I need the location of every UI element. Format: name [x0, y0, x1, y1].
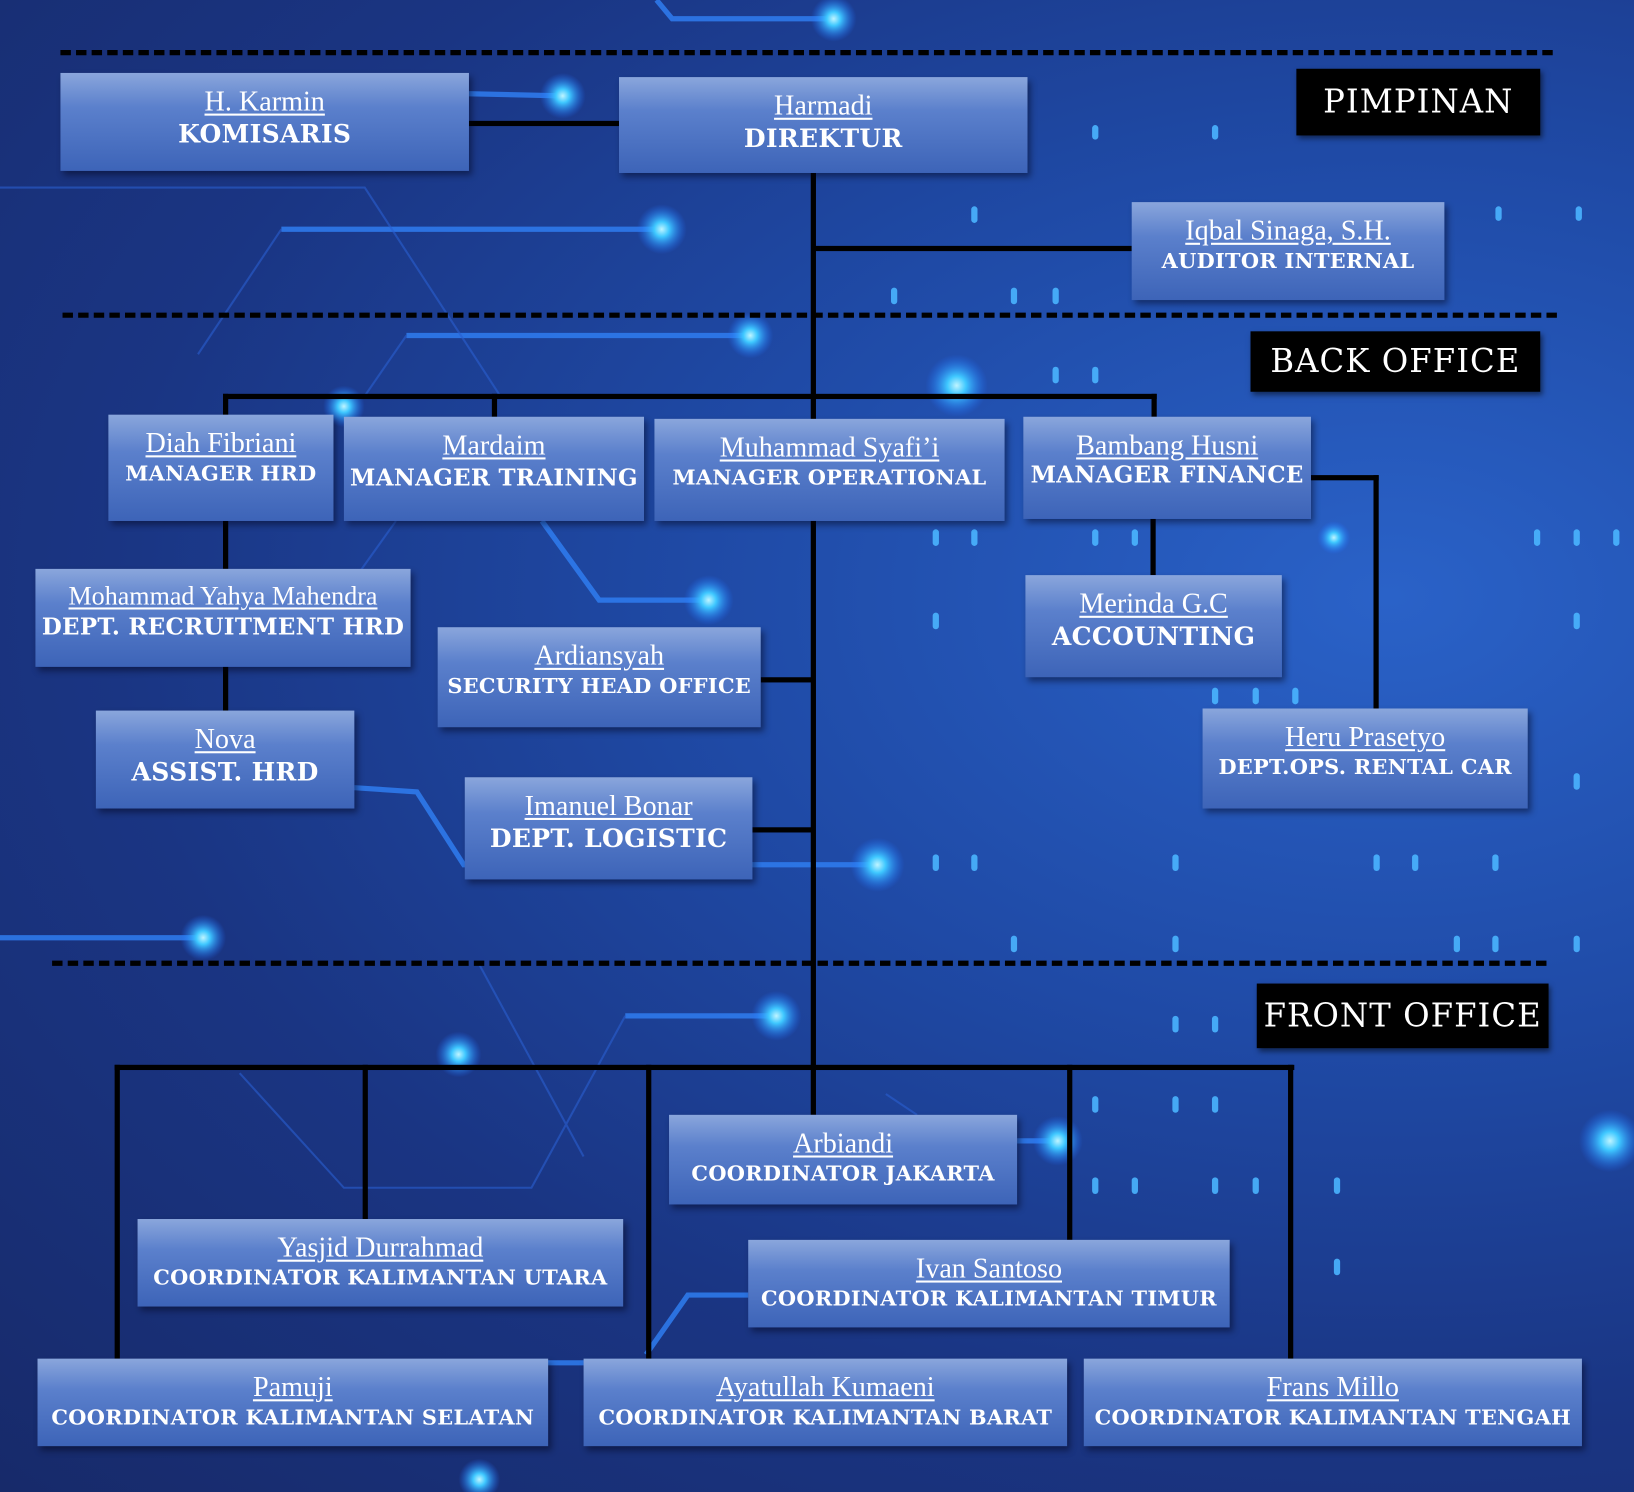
section-divider: [52, 960, 1547, 966]
person-name: Imanuel Bonar: [524, 789, 693, 822]
person-role: AUDITOR INTERNAL: [1161, 247, 1415, 273]
connector: [1150, 518, 1156, 576]
connector: [752, 827, 813, 833]
person-role: COORDINATOR KALIMANTAN SELATAN: [51, 1404, 535, 1430]
section-label-back-office: BACK OFFICE: [1250, 331, 1541, 392]
connector: [1310, 475, 1379, 481]
person-name: H. Karmin: [204, 85, 325, 117]
connector: [760, 677, 813, 683]
person-role: MANAGER OPERATIONAL: [672, 464, 987, 490]
connector: [114, 1064, 1295, 1071]
person-role: SECURITY HEAD OFFICE: [447, 673, 752, 699]
person-name: Yasjid Durrahmad: [277, 1231, 484, 1263]
person-role: COORDINATOR KALIMANTAN UTARA: [153, 1264, 608, 1290]
person-role: COORDINATOR KALIMANTAN TENGAH: [1094, 1404, 1572, 1430]
section-divider: [60, 50, 1553, 56]
connector: [362, 1064, 368, 1220]
person-name: Ayatullah Kumaeni: [716, 1371, 935, 1403]
node-auditor-internal: Iqbal Sinaga, S.H.AUDITOR INTERNAL: [1131, 202, 1445, 301]
person-name: Diah Fibriani: [145, 427, 297, 459]
connector: [1373, 475, 1379, 709]
person-name: Heru Prasetyo: [1285, 720, 1446, 753]
connector: [1288, 1064, 1294, 1359]
person-role: MANAGER TRAINING: [350, 464, 638, 492]
person-name: Harmadi: [774, 89, 873, 121]
person-role: COORDINATOR KALIMANTAN TIMUR: [760, 1285, 1217, 1311]
person-name: Frans Millo: [1266, 1371, 1399, 1403]
person-role: DEPT.OPS. RENTAL CAR: [1218, 754, 1512, 780]
connector: [1067, 1064, 1073, 1240]
connector: [646, 1064, 652, 1359]
section-label-front-office: FRONT OFFICE: [1256, 983, 1549, 1049]
section-divider: [62, 312, 1557, 318]
person-name: Ardiansyah: [534, 639, 665, 671]
person-name: Nova: [194, 723, 256, 755]
person-role: ACCOUNTING: [1051, 620, 1256, 652]
person-name: Bambang Husni: [1076, 429, 1259, 461]
person-name: Muhammad Syafi’i: [719, 431, 940, 463]
connector: [468, 120, 620, 127]
connector: [223, 393, 229, 417]
connector: [114, 1064, 120, 1359]
person-name: Iqbal Sinaga, S.H.: [1185, 214, 1391, 246]
connector: [1151, 393, 1157, 417]
person-role: MANAGER HRD: [125, 460, 317, 486]
person-name: Ivan Santoso: [915, 1252, 1063, 1284]
person-name: Mohammad Yahya Mahendra: [68, 582, 378, 611]
person-name: Mardaim: [442, 429, 546, 461]
person-name: Merinda G.C: [1079, 587, 1228, 619]
person-name: Pamuji: [252, 1371, 333, 1403]
person-role: COORDINATOR KALIMANTAN BARAT: [598, 1404, 1053, 1430]
connector: [223, 666, 229, 711]
person-name: Arbiandi: [793, 1127, 894, 1159]
person-role: DEPT. RECRUITMENT HRD: [41, 613, 405, 641]
connector: [223, 520, 229, 569]
person-role: MANAGER FINANCE: [1030, 461, 1304, 489]
connector: [223, 393, 1157, 400]
section-label-pimpinan: PIMPINAN: [1296, 68, 1541, 136]
connector: [491, 393, 498, 417]
person-role: DEPT. LOGISTIC: [489, 823, 728, 854]
connector: [810, 172, 816, 1115]
connector: [812, 245, 1132, 252]
person-role: ASSIST. HRD: [131, 756, 319, 787]
person-role: KOMISARIS: [178, 118, 352, 149]
person-role: COORDINATOR JAKARTA: [691, 1160, 995, 1186]
person-role: DIREKTUR: [743, 122, 903, 154]
